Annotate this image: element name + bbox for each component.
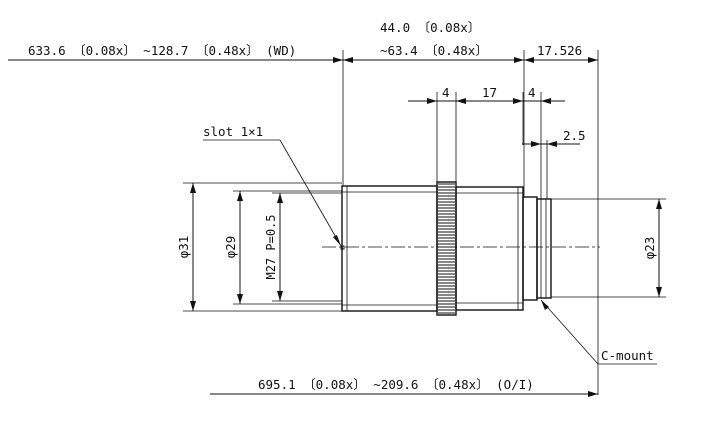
flange-label: 17.526 xyxy=(537,43,582,58)
thread-label: M27 P=0.5 xyxy=(264,214,278,279)
wd-label: 633.6 〔0.08x〕 ~128.7 〔0.48x〕 (WD) xyxy=(28,43,296,58)
slot-mark xyxy=(340,245,345,250)
ring-rear-dim: 4 xyxy=(528,85,536,100)
body-dim: 17 xyxy=(482,85,497,100)
knurled-ring xyxy=(436,181,457,316)
front-barrel xyxy=(341,185,438,312)
dia-29-label: φ29 xyxy=(223,236,238,259)
dia-23-label: φ23 xyxy=(642,237,657,260)
length-bottom-label: ~63.4 〔0.48x〕 xyxy=(380,43,488,58)
slot-label: slot 1×1 xyxy=(203,124,263,139)
rear-body xyxy=(455,186,524,311)
ring-front-dim: 4 xyxy=(442,85,450,100)
dia-31-label: φ31 xyxy=(176,236,191,259)
oi-label: 695.1 〔0.08x〕 ~209.6 〔0.48x〕 (O/I) xyxy=(258,377,534,392)
mount-dim: 2.5 xyxy=(563,128,586,143)
c-mount-label: C-mount xyxy=(601,348,654,363)
c-mount-section xyxy=(522,196,552,301)
length-top-label: 44.0 〔0.08x〕 xyxy=(380,20,480,35)
